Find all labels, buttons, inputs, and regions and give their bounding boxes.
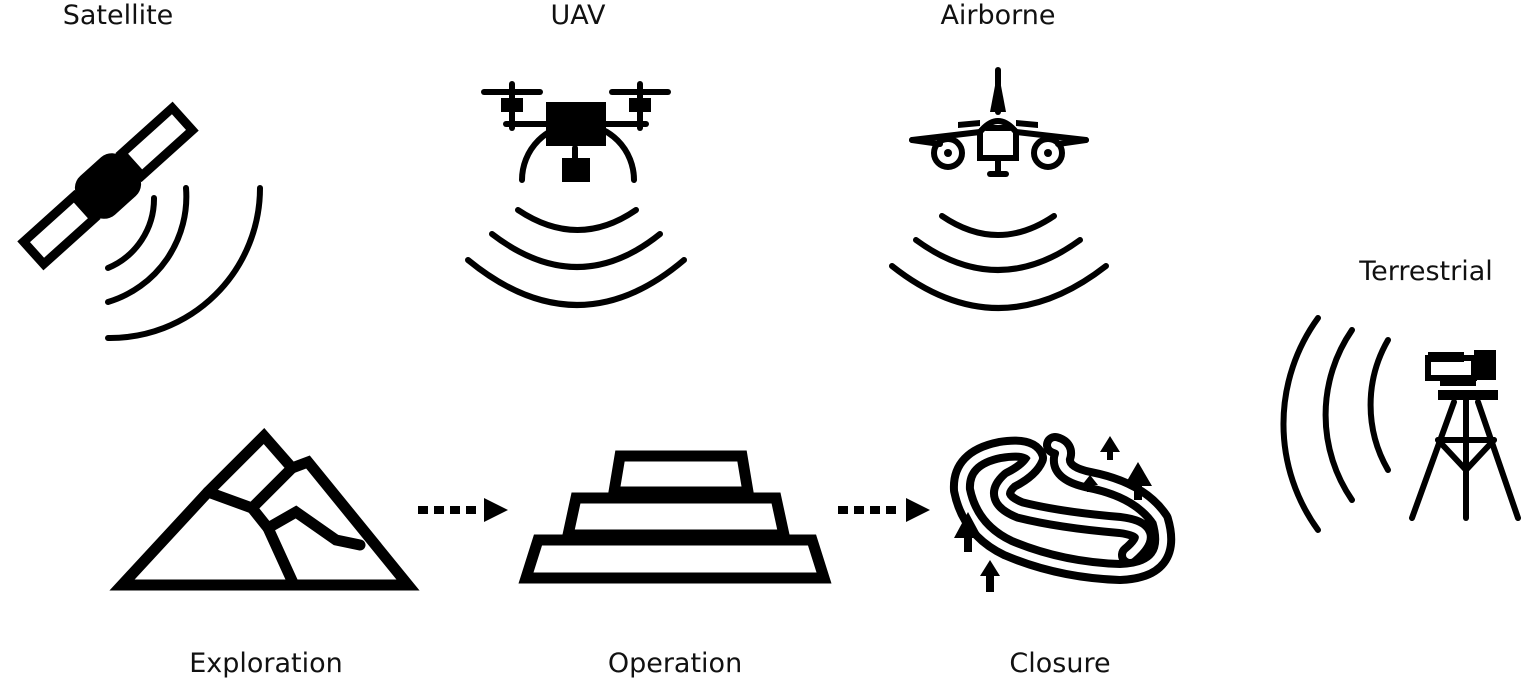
stepped-pit-icon xyxy=(518,450,832,584)
label-airborne: Airborne xyxy=(940,0,1056,31)
reclaimed-land-trees-icon xyxy=(949,433,1176,592)
label-operation: Operation xyxy=(607,648,743,679)
mountain-icon xyxy=(109,427,420,591)
label-uav: UAV xyxy=(550,0,606,31)
airplane-icon xyxy=(889,67,1109,311)
label-satellite: Satellite xyxy=(62,0,174,31)
dotted-arrow-icon xyxy=(418,498,508,522)
satellite-icon xyxy=(17,101,263,342)
label-closure: Closure xyxy=(1009,648,1111,679)
total-station-tripod-icon xyxy=(1280,315,1521,533)
dotted-arrow-icon xyxy=(838,498,930,522)
label-terrestrial: Terrestrial xyxy=(1359,256,1493,287)
drone-icon xyxy=(465,81,687,308)
label-exploration: Exploration xyxy=(189,648,343,679)
